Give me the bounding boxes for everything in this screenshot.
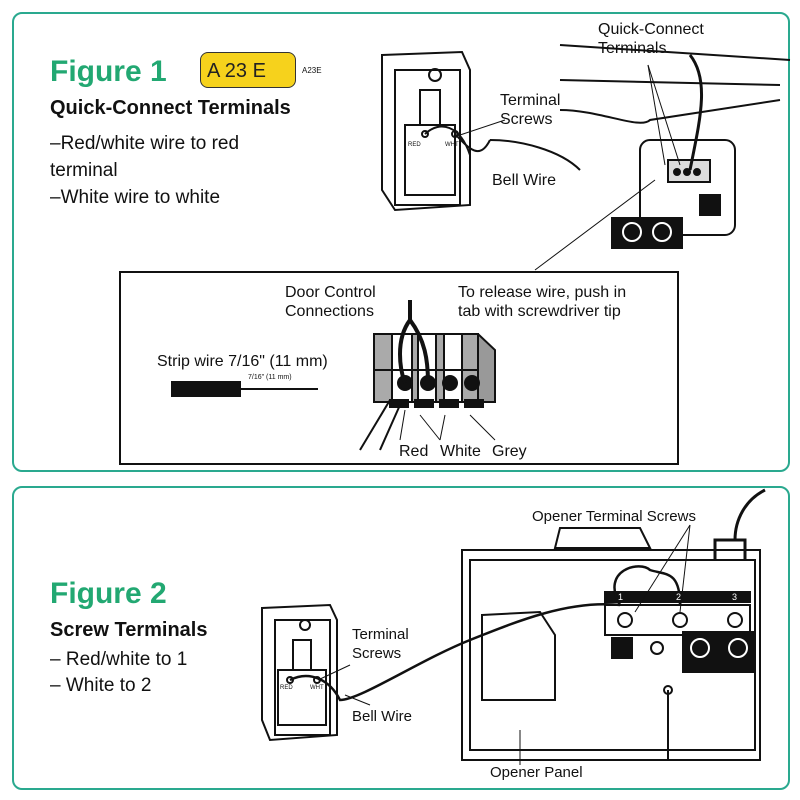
terminal-block (359, 300, 496, 451)
label-terminal-1: 1 (618, 592, 624, 602)
label-grey: Grey (492, 443, 527, 460)
label-bell-wire-2: Bell Wire (352, 708, 413, 725)
figure-2-instruction-1: – Red/white to 1 (50, 649, 188, 670)
label-strip-small: 7/16" (11 mm) (248, 374, 292, 381)
figure-1-subtitle: Quick-Connect Terminals (50, 97, 291, 119)
label-terminal-screws-2: Terminal Screws (352, 626, 409, 662)
watermark-badge: A 23 E (200, 52, 296, 88)
opener-housing-fig1 (559, 44, 791, 124)
label-terminal-screws-1: Terminal Screws (500, 92, 561, 128)
label-quick-connect: Quick-Connect Terminals (598, 21, 704, 57)
watermark-small: A23E (302, 66, 322, 75)
opener-fig2 (461, 488, 766, 761)
label-strip: Strip wire 7/16" (11 mm) (157, 353, 328, 370)
label-red: Red (399, 443, 429, 460)
door-control-button-fig2 (261, 603, 338, 742)
door-control-button-fig1 (381, 50, 471, 212)
wire-insulation (171, 381, 241, 397)
figure-1-instruction-1: –Red/white wire to red terminal (50, 133, 240, 181)
label-opener-screws: Opener Terminal Screws (532, 508, 696, 525)
label-red-term-1: RED (408, 142, 421, 148)
figure-2-instruction-2: – White to 2 (50, 675, 152, 696)
bell-wire-fig1 (424, 125, 491, 156)
label-white: White (440, 443, 481, 460)
label-door-control: Door Control Connections (285, 284, 376, 320)
label-terminal-3: 3 (732, 592, 738, 602)
figure-2-title: Figure 2 (50, 577, 167, 610)
figure-1-instruction-2: –White wire to white (50, 187, 221, 208)
label-release: To release wire, push in tab with screwd… (458, 284, 627, 320)
label-bell-wire-1: Bell Wire (492, 172, 557, 189)
figure-1-title: Figure 1 (50, 55, 167, 88)
figure-2-subtitle: Screw Terminals (50, 619, 208, 641)
label-opener-panel: Opener Panel (490, 764, 583, 781)
label-wht-term-1: WHT (445, 142, 459, 148)
label-wht-term-2: WHT (310, 685, 324, 691)
label-red-term-2: RED (280, 685, 293, 691)
label-terminal-2: 2 (676, 592, 682, 602)
